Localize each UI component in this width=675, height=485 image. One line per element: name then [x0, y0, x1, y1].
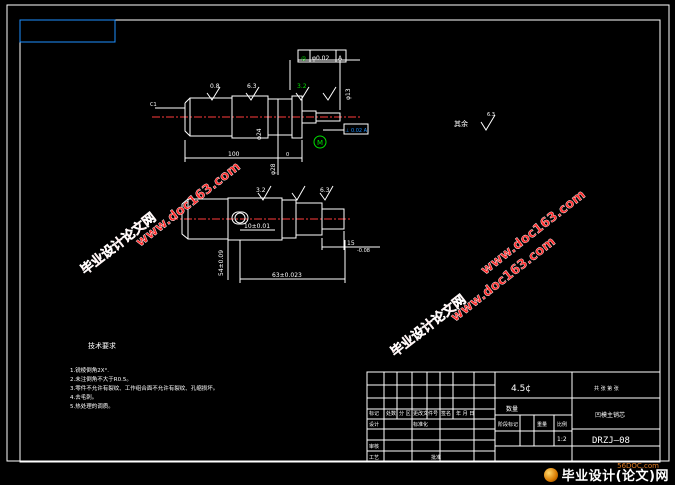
sheet-label: 共 张 第 张: [594, 385, 619, 392]
tb-approve: 批准: [431, 454, 441, 461]
roughness-remaining: [480, 114, 496, 131]
dim-length-100: 100: [228, 151, 240, 158]
roughness-main: 0.8: [210, 83, 220, 90]
tol-frame-datum: A: [338, 55, 343, 62]
logo-text: 毕业设计(论文)网: [561, 469, 669, 484]
drawing-name: 凹模主销芯: [595, 411, 625, 419]
tb-date: 年 月 日: [456, 410, 474, 417]
logo-small-text: 56DOC.com: [617, 462, 659, 470]
title-block-lines: [366, 371, 661, 463]
roughness-b: 3.2: [297, 83, 307, 90]
tb-sign: 签名: [441, 410, 451, 417]
tol-frame-value: φ0.02: [312, 55, 330, 62]
tb-std: 标准化: [413, 421, 428, 428]
dim-d28: φ28: [270, 163, 277, 175]
dim-15: 15: [347, 240, 355, 247]
tech-item: 1.锐棱倒角2X°.: [70, 366, 109, 374]
tol-frame-symbol: ◎: [301, 55, 306, 62]
tb-change: 更改文件号: [413, 410, 438, 417]
tol-frame-2: ⊥ 0.02 A: [345, 128, 368, 134]
drawing-code: DRZJ—08: [592, 436, 630, 446]
watermark-2: 毕业设计论文网: [388, 292, 470, 361]
tb-ratio-value: 1:2: [557, 436, 567, 443]
dim-d13: φ13: [345, 88, 352, 100]
tb-count: 处数: [386, 410, 396, 417]
shaft-view-bottom: [170, 185, 380, 283]
tech-item: 3.零件不允许有裂纹、工作组合面不允许有裂纹、孔缩损坏。: [70, 384, 218, 392]
roughness-c: 3.2: [256, 187, 266, 194]
outer-frame: [6, 4, 670, 462]
site-logo: 56DOC.com 毕业设计(论文)网: [543, 462, 669, 485]
tech-item: 5.热处理的调质。: [70, 402, 114, 410]
tb-ratio: 比例: [557, 421, 567, 428]
chamfer-note: C1: [150, 102, 157, 108]
roughness-d: 6.3: [320, 187, 330, 194]
remaining-value: 6.3: [487, 112, 495, 118]
dim-15-tol: -0.08: [357, 248, 370, 254]
code-box: [19, 19, 116, 43]
dim-d24: φ24: [256, 128, 263, 140]
scale-value: 4.5¢: [511, 384, 531, 394]
tb-material: 数量: [506, 405, 518, 413]
datum-label: M: [317, 139, 323, 147]
tech-title: 技术要求: [88, 341, 116, 350]
remaining-label: 其余: [454, 119, 468, 128]
tb-zone: 分 区: [399, 410, 411, 417]
dim-54: 54±0.09: [218, 250, 225, 276]
dim-63: 63±0.023: [272, 272, 302, 279]
shaft-view-top: [152, 49, 369, 175]
tb-process: 工艺: [369, 455, 379, 461]
tb-mark: 标记: [369, 410, 379, 417]
logo-ball-icon: [543, 467, 558, 482]
tech-item: 4.去毛刺。: [70, 393, 97, 401]
watermarks: 毕业设计论文网 www.doc163.com 毕业设计论文网 www.doc16…: [77, 159, 588, 361]
roughness-a: 6.3: [247, 83, 257, 90]
tb-weight: 重量: [537, 421, 547, 428]
tb-check: 审核: [369, 443, 379, 450]
tb-design: 设计: [369, 421, 379, 428]
dim-keyway-width: 10±0.01: [244, 223, 270, 230]
dim-tol-small: 0: [286, 152, 289, 158]
inner-frame: [19, 19, 661, 463]
tb-stage: 阶段标记: [498, 421, 518, 428]
tech-item: 2.未注倒角不大于R0.5。: [70, 375, 132, 383]
